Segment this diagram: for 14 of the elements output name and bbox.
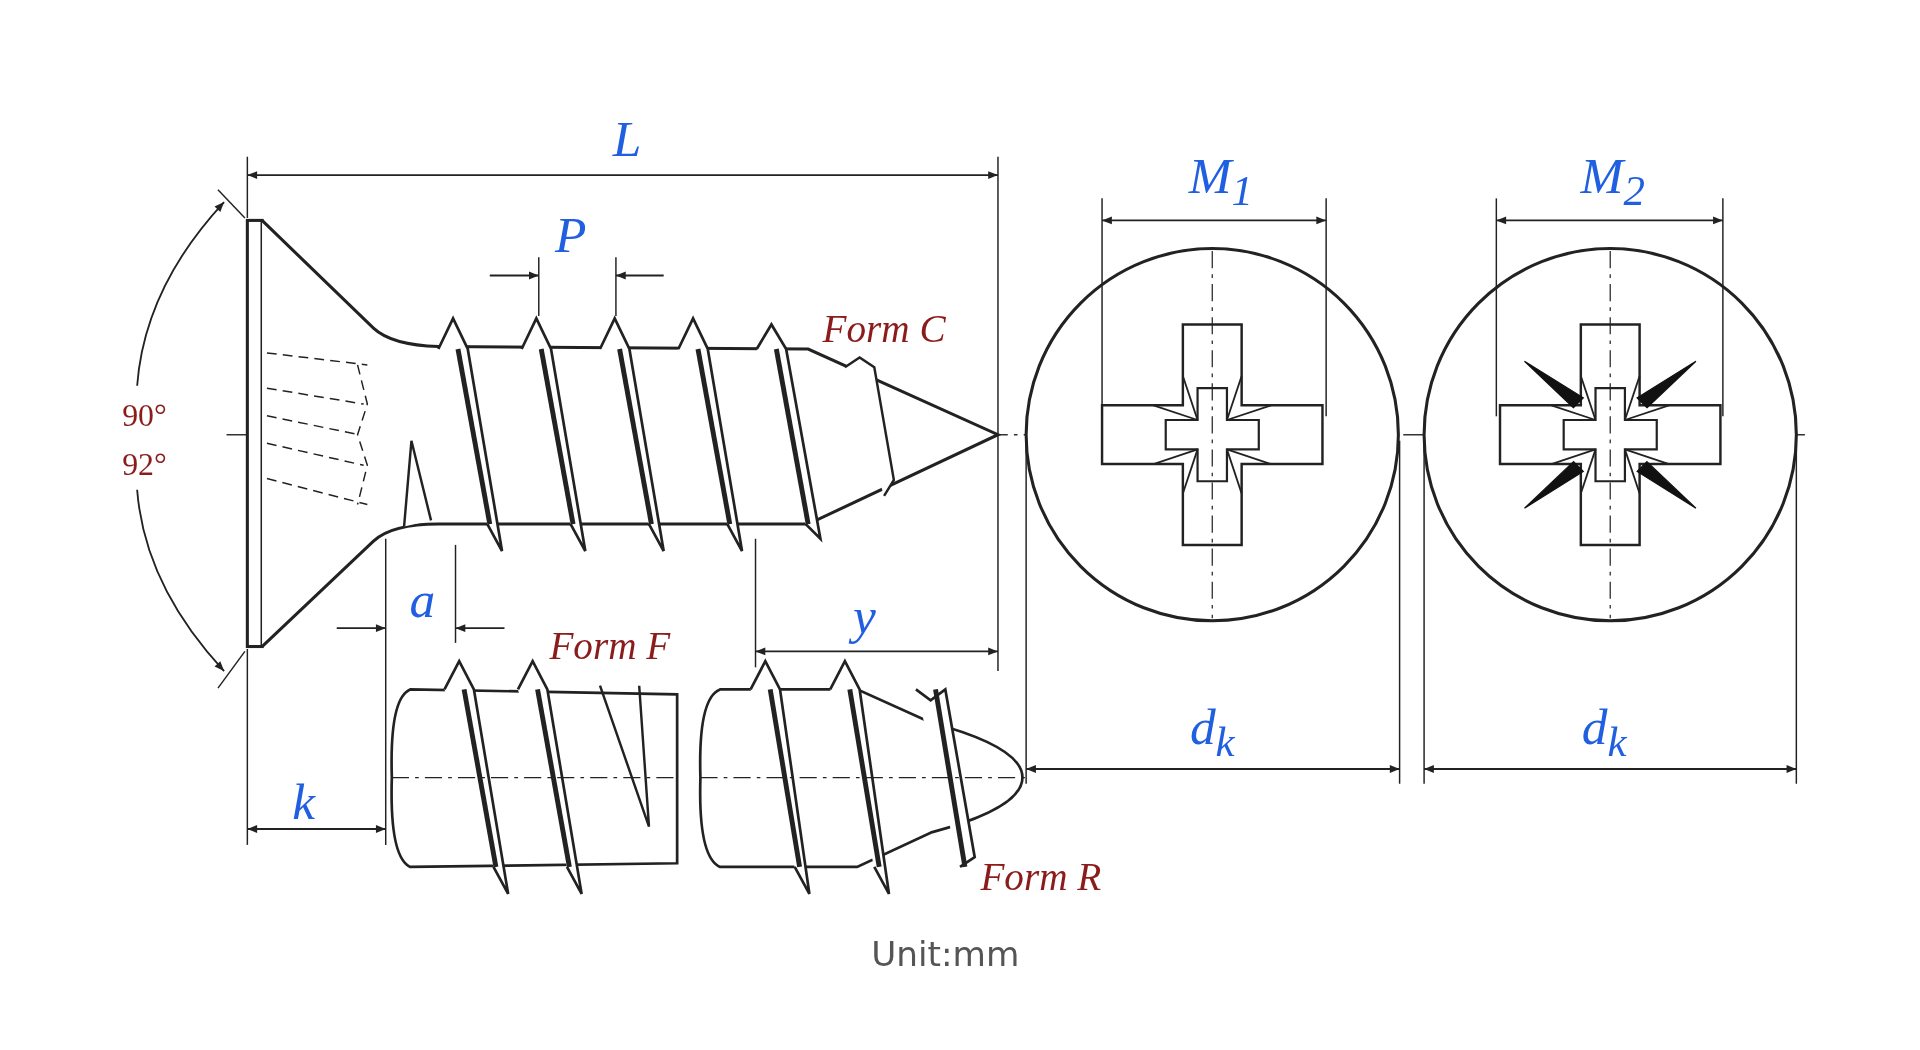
caption: Unit:mm <box>871 937 1020 973</box>
angle-label: 90° <box>122 400 167 433</box>
dimension-label: M$_{2}$ <box>1580 150 1645 213</box>
dimension-label: a <box>409 574 436 626</box>
dimension-label: k <box>292 776 316 828</box>
dimension-label: M$_{1}$ <box>1188 150 1253 213</box>
form-label: Form C <box>822 308 946 348</box>
dimension-label: L <box>612 112 642 165</box>
dimension-label: P <box>554 209 587 261</box>
form-label: Form R <box>980 857 1102 897</box>
form-label: Form F <box>549 625 671 665</box>
angle-label: 92° <box>122 449 167 482</box>
dimension-label: d$_{k}$ <box>1189 701 1235 764</box>
dimension-label: d$_{k}$ <box>1581 701 1627 764</box>
